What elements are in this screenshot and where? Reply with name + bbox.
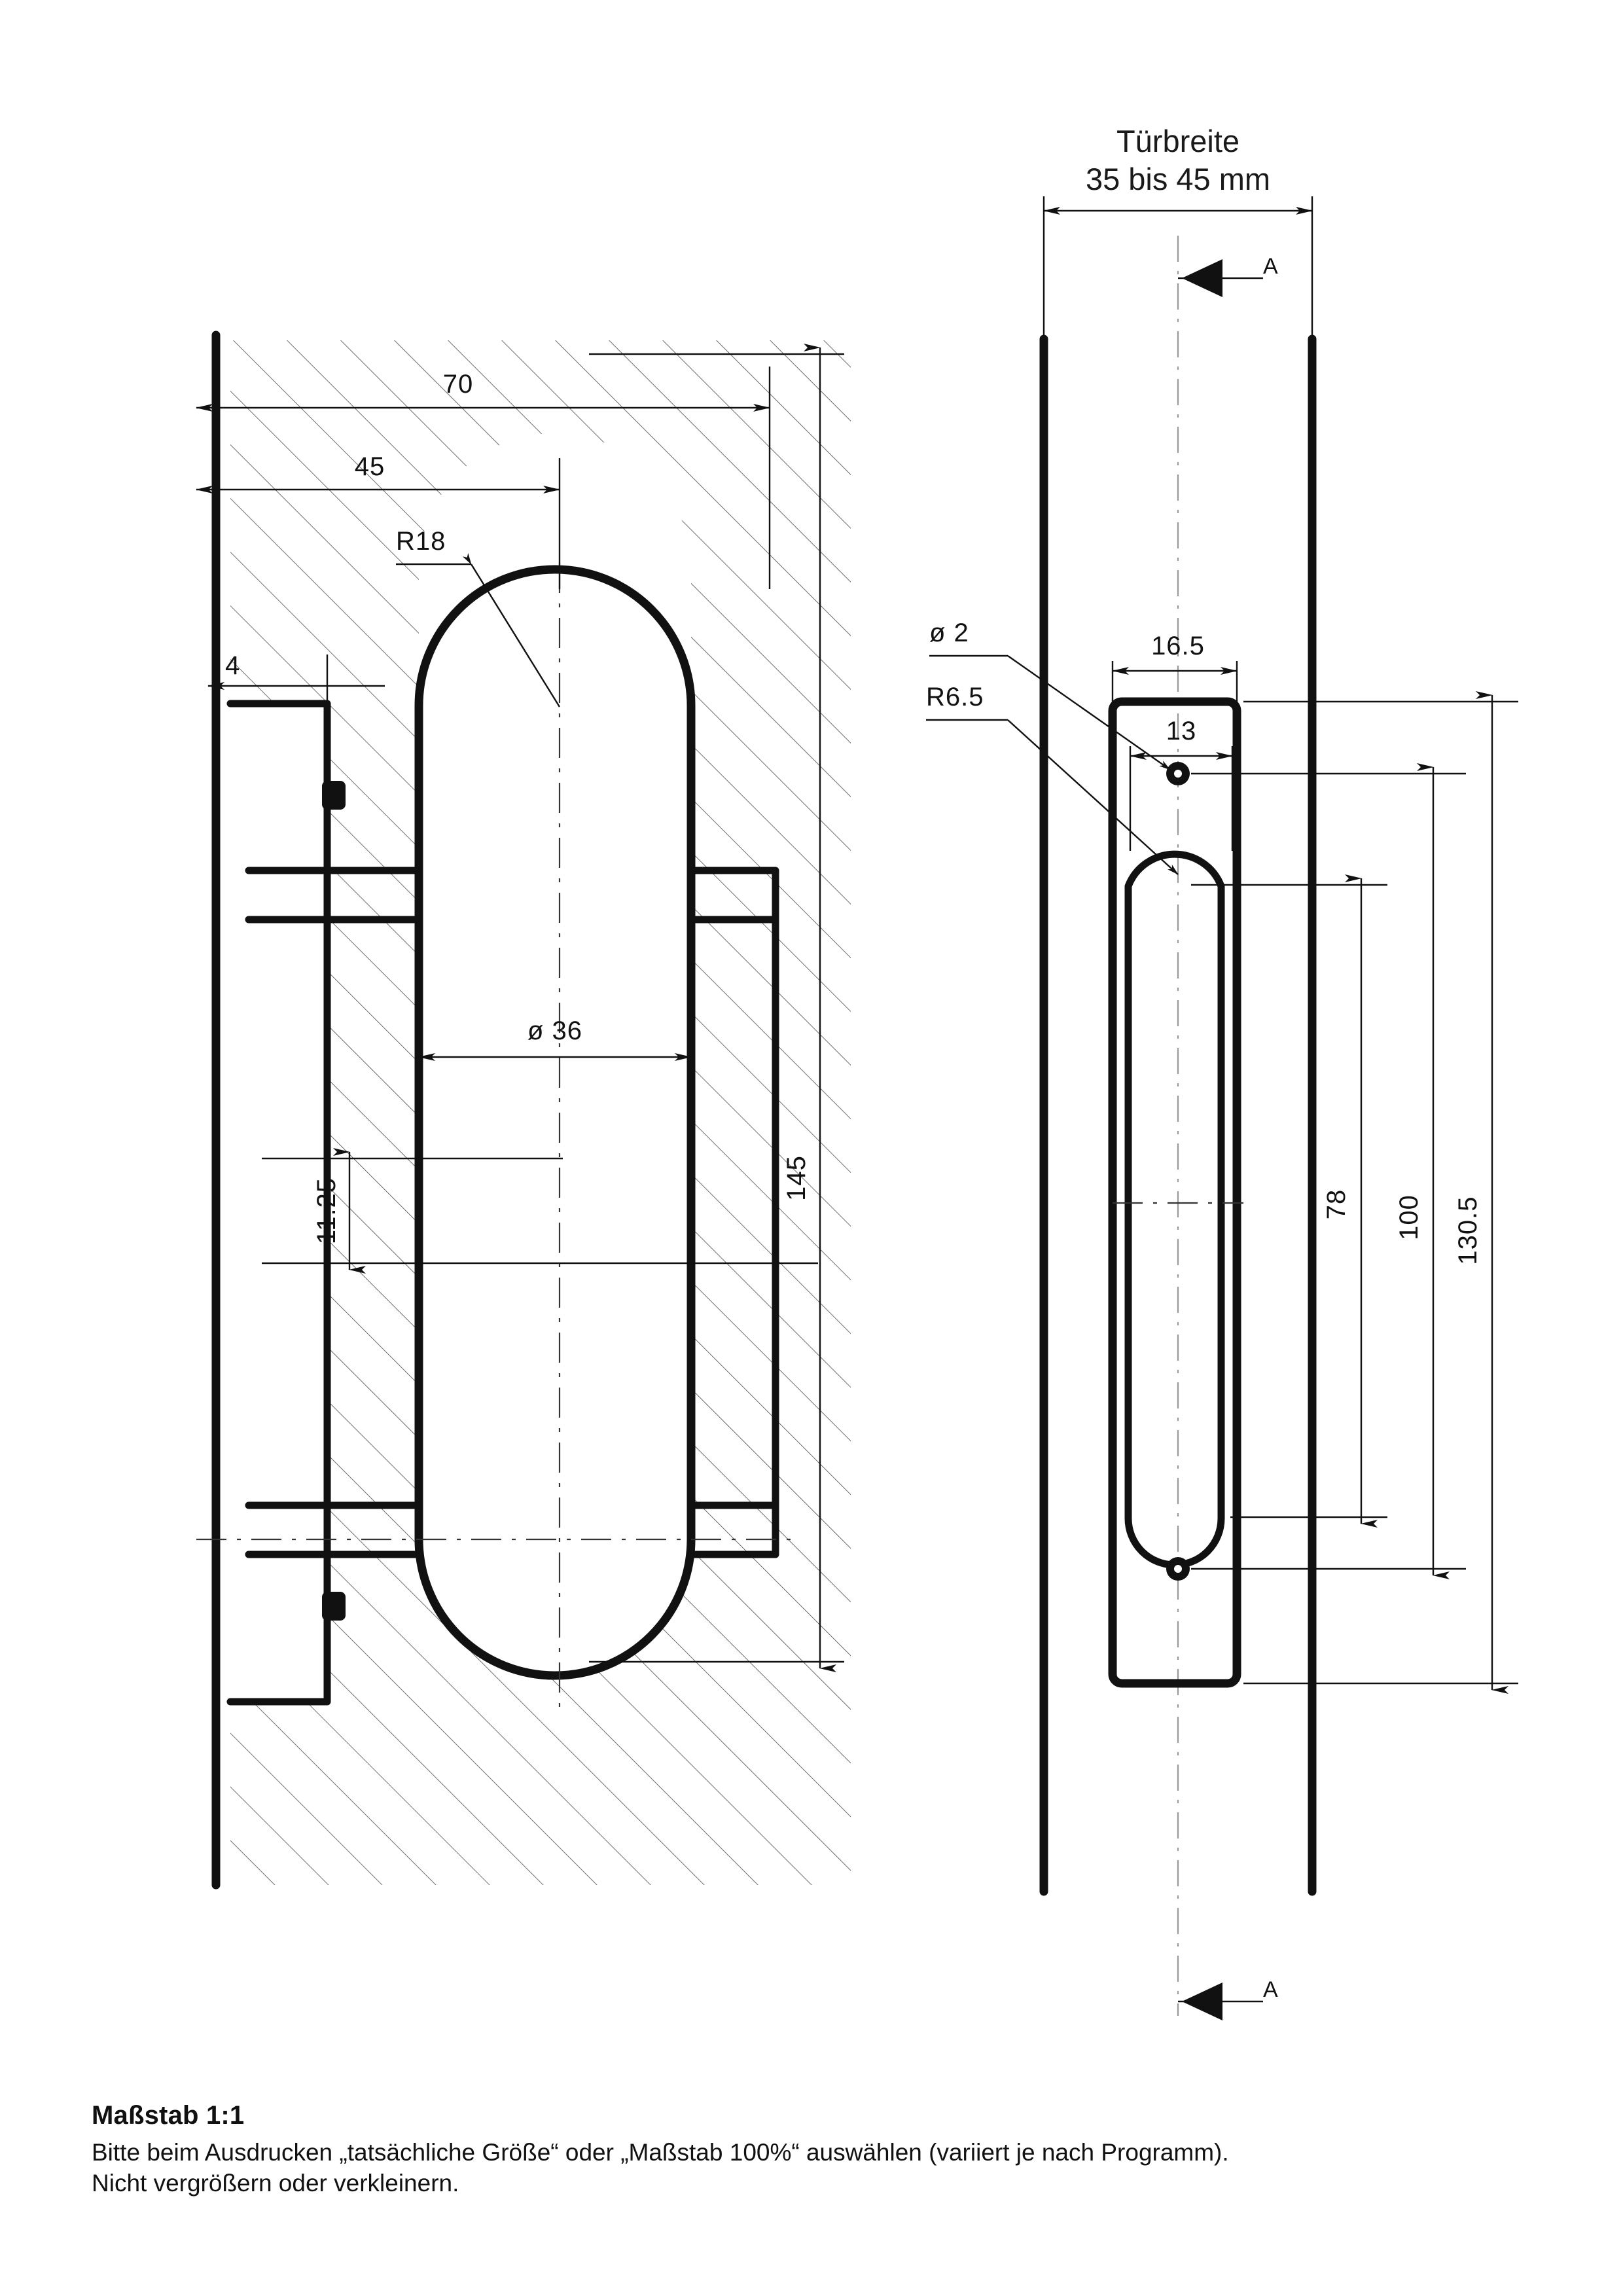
- dimension-70: 70: [196, 367, 771, 589]
- dim-d2-label: ø 2: [929, 619, 969, 647]
- dimension-100: 100: [1191, 763, 1466, 1579]
- dimension-16-5: 16.5: [1111, 632, 1238, 707]
- handle-slot-outline: [1124, 850, 1225, 1569]
- door-width-label-line1: Türbreite: [1116, 124, 1240, 158]
- dim-r18-leader: [462, 552, 561, 708]
- plate-tab-top: [322, 781, 346, 810]
- dimension-78: 78: [1191, 874, 1387, 1528]
- dim-r6-5-label: R6.5: [926, 683, 984, 711]
- dimension-d36: ø 36: [418, 1016, 692, 1061]
- front-view-group: Türbreite 35 bis 45 mm 16.5: [926, 124, 1518, 2020]
- footer-notes: Maßstab 1:1 Bitte beim Ausdrucken „tatsä…: [92, 2101, 1531, 2199]
- door-width-label-line2: 35 bis 45 mm: [1086, 162, 1270, 196]
- plate-tab-bottom: [322, 1592, 346, 1621]
- scale-title: Maßstab 1:1: [92, 2101, 245, 2130]
- dim-70-label: 70: [443, 370, 474, 399]
- dimension-11-25: 11.25: [262, 1148, 818, 1274]
- screw-hole-bottom-bore: [1174, 1565, 1182, 1573]
- collar-right-lower: [687, 1501, 779, 1558]
- dim-145-label: 145: [782, 1155, 811, 1201]
- handle-stadium-profile: [414, 565, 696, 1680]
- dimension-145: 145: [589, 344, 844, 1672]
- dim-45-label: 45: [355, 452, 385, 481]
- print-note-line-2: Nicht vergrößern oder verkleinern.: [92, 2170, 459, 2197]
- section-mark-bottom-arrow: [1182, 1982, 1222, 2020]
- screw-hole-top-bore: [1174, 770, 1182, 778]
- dim-11-25-label: 11.25: [312, 1177, 341, 1244]
- dimension-d2: ø 2: [929, 619, 1171, 770]
- dimension-r18: R18: [396, 527, 561, 708]
- dim-16-5-label: 16.5: [1151, 632, 1205, 660]
- collar-right-upper: [687, 867, 779, 924]
- dim-r6-5-leader: [1007, 719, 1179, 875]
- dimension-door-width: [1043, 196, 1313, 340]
- dim-78-label: 78: [1322, 1189, 1351, 1220]
- section-mark-bottom-label: A: [1263, 1977, 1278, 2002]
- section-mark-top: A: [1178, 254, 1278, 297]
- dimension-13: 13: [1129, 717, 1234, 851]
- escutcheon-outline: [1108, 697, 1241, 1688]
- dim-d36-label: ø 36: [527, 1016, 582, 1045]
- dimension-r6-5: R6.5: [926, 683, 1179, 875]
- dim-13-label: 13: [1166, 717, 1197, 745]
- escutcheon-plate-profile: [226, 700, 331, 1706]
- dim-130-5-label: 130.5: [1454, 1196, 1482, 1265]
- dim-r18-label: R18: [396, 527, 446, 556]
- section-mark-bottom: A: [1178, 1977, 1278, 2020]
- dim-4-label: 4: [225, 651, 240, 680]
- section-view-group: 70 45 R18 4 ø 36 11.: [196, 331, 851, 1890]
- section-mark-top-arrow: [1182, 259, 1222, 297]
- section-mark-top-label: A: [1263, 254, 1278, 279]
- dim-100-label: 100: [1395, 1194, 1423, 1240]
- dimension-45: 45: [196, 452, 561, 589]
- dimension-130-5: 130.5: [1243, 691, 1518, 1694]
- dimension-4: 4: [207, 651, 385, 713]
- dim-d2-leader: [1007, 655, 1171, 770]
- print-note-line-1: Bitte beim Ausdrucken „tatsächliche Größ…: [92, 2139, 1229, 2166]
- door-section-hatching: [230, 340, 851, 1885]
